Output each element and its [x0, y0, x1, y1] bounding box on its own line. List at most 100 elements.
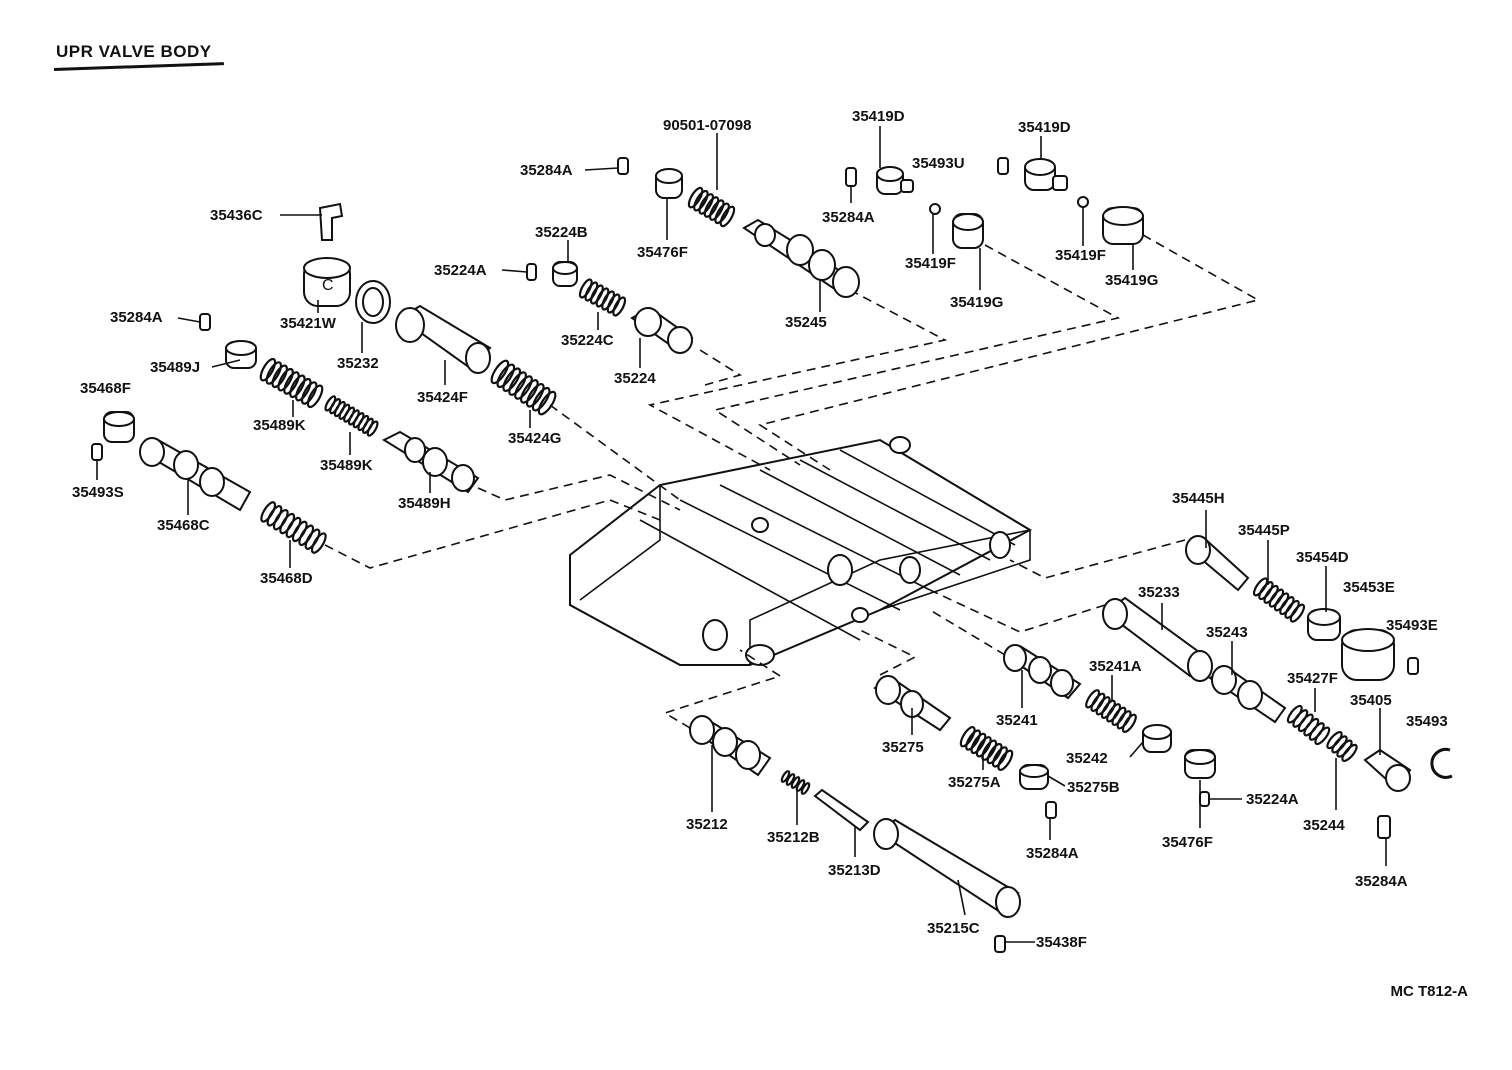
part-plug-35419G-2 — [1102, 206, 1144, 245]
spring-35489K-1 — [259, 357, 324, 409]
spring-coil — [537, 390, 557, 416]
spring-coil — [1273, 592, 1290, 612]
part-ball-35419F-2 — [1077, 196, 1089, 208]
spring-coil — [986, 742, 1003, 765]
spring-coil — [709, 199, 725, 221]
label-35489K: 35489K — [320, 457, 373, 474]
spring-coil — [1106, 703, 1122, 723]
part-ring-35232 — [355, 280, 391, 324]
spring-35244 — [1326, 730, 1358, 763]
spring-coil — [1314, 726, 1331, 746]
spring-coil — [965, 729, 982, 751]
label-35284A: 35284A — [110, 309, 163, 326]
label-35454D: 35454D — [1296, 549, 1349, 566]
label-35445P: 35445P — [1238, 522, 1290, 539]
spring-35424G — [490, 359, 557, 416]
part-plug-35275B — [1019, 764, 1049, 790]
label-35421W: 35421W — [280, 315, 337, 332]
label-35419G: 35419G — [950, 294, 1003, 311]
label-35242: 35242 — [1066, 750, 1108, 767]
label-35493: 35493 — [1406, 713, 1448, 730]
spring-coil — [780, 770, 791, 783]
part-plug-35489J — [225, 340, 257, 369]
label-35419F: 35419F — [1055, 247, 1106, 264]
diagram-title: UPR VALVE BODY — [56, 42, 212, 61]
part-clip-35493 — [1430, 747, 1453, 779]
spring-coil — [1095, 696, 1111, 716]
part-plug-35419D-2 — [1024, 158, 1068, 191]
spring-coil — [295, 377, 312, 402]
label-35493S: 35493S — [72, 484, 124, 501]
label-35244: 35244 — [1303, 817, 1345, 834]
spring-coil — [719, 205, 736, 228]
part-plug-35419G-1 — [952, 213, 984, 249]
label-35453E: 35453E — [1343, 579, 1395, 596]
spring-coil — [259, 357, 277, 382]
part-valve-35468C — [139, 437, 252, 512]
part-clip-35436C — [318, 202, 344, 241]
label-35275: 35275 — [882, 739, 924, 756]
label-35213D: 35213D — [828, 862, 881, 879]
label-35424G: 35424G — [508, 430, 561, 447]
spring-coil — [601, 290, 616, 311]
part-plug-35454D — [1307, 608, 1341, 641]
spring-coil — [520, 379, 539, 404]
label-35275B: 35275B — [1067, 779, 1120, 796]
label-35436C: 35436C — [210, 207, 263, 224]
label-35405: 35405 — [1350, 692, 1392, 709]
spring-35489K-2 — [324, 395, 379, 437]
spring-coil — [790, 776, 801, 789]
label-35224A: 35224A — [1246, 791, 1299, 808]
label-35241A: 35241A — [1089, 658, 1142, 675]
spring-coil — [595, 287, 610, 308]
spring-coil — [490, 359, 510, 385]
label-35424F: 35424F — [417, 389, 468, 406]
part-plug-35476F-1 — [655, 168, 683, 199]
label-90501-07098: 90501-07098 — [663, 117, 751, 134]
label-35284A: 35284A — [822, 209, 875, 226]
spring-coil — [514, 375, 533, 400]
spring-coil — [975, 736, 992, 758]
label-35224C: 35224C — [561, 332, 614, 349]
part-plug-35405 — [1363, 748, 1412, 792]
label-35233: 35233 — [1138, 584, 1180, 601]
label-35489J: 35489J — [150, 359, 200, 376]
spring-coil — [283, 371, 300, 395]
spring-35212B — [780, 770, 811, 795]
label-35241: 35241 — [996, 712, 1038, 729]
spring-coil — [687, 186, 704, 209]
part-sleeve-35424F — [395, 304, 492, 374]
label-35468F: 35468F — [80, 380, 131, 397]
pins-and-keys — [91, 157, 1419, 953]
label-35489K: 35489K — [253, 417, 306, 434]
label-35438F: 35438F — [1036, 934, 1087, 951]
part-plug-35224B — [552, 261, 578, 287]
spring-coil — [531, 386, 551, 412]
spring-coil — [698, 193, 714, 215]
label-35284A: 35284A — [520, 162, 573, 179]
spring-coil — [578, 278, 593, 299]
spring-coil — [1111, 706, 1127, 726]
part-ball-35419F-1 — [929, 203, 941, 215]
label-35468D: 35468D — [260, 570, 313, 587]
spring-35275A — [959, 726, 1014, 771]
spring-coil — [1279, 596, 1295, 616]
spring-coil — [1252, 577, 1269, 597]
spring-coil — [508, 371, 527, 396]
part-valve-35275 — [873, 675, 952, 732]
spring-coil — [1258, 581, 1274, 601]
spring-coil — [277, 367, 294, 392]
part-valve-35213D — [813, 788, 870, 832]
spring-coil — [1289, 603, 1306, 623]
part-valve-35243 — [1208, 665, 1287, 724]
assembly-paths — [324, 234, 1261, 729]
spring-coil — [785, 773, 796, 786]
label-35493E: 35493E — [1386, 617, 1438, 634]
label-35419D: 35419D — [1018, 119, 1071, 136]
spring-coil — [970, 732, 987, 755]
part-sleeve-35215C — [873, 818, 1021, 918]
label-35284A: 35284A — [1355, 873, 1408, 890]
spring-coil — [1268, 588, 1285, 608]
spring-coil — [1341, 743, 1358, 763]
spring-coil — [271, 364, 288, 389]
